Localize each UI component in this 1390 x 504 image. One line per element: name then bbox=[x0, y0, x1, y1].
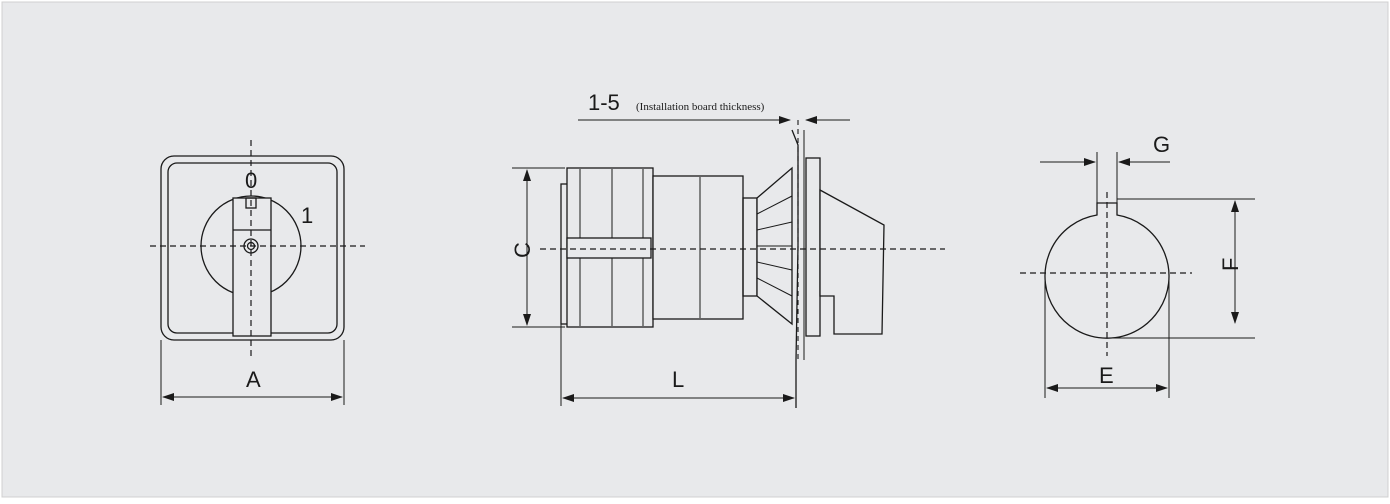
side-view: 1-5 (Installation board thickness) C L bbox=[510, 90, 945, 408]
dim-g-label: G bbox=[1153, 132, 1170, 157]
dim-a-label: A bbox=[246, 367, 261, 392]
bezel-rib-4 bbox=[756, 261, 793, 271]
dim-thickness-note: (Installation board thickness) bbox=[636, 101, 765, 113]
dim-c-label: C bbox=[510, 242, 535, 258]
bezel-rib-5 bbox=[756, 277, 793, 297]
front-plate-outer bbox=[160, 155, 345, 341]
bezel-rib-1 bbox=[756, 195, 793, 215]
dim-l-label: L bbox=[672, 367, 684, 392]
dim-e-label: E bbox=[1099, 363, 1114, 388]
dim-f-label: F bbox=[1218, 258, 1243, 271]
shaft bbox=[566, 237, 652, 259]
position-label-on: 1 bbox=[301, 203, 313, 228]
operating-handle bbox=[819, 188, 885, 335]
front-view: 0 1 A bbox=[150, 140, 365, 405]
handle bbox=[232, 197, 272, 337]
handle-indicator-notch bbox=[245, 197, 257, 209]
bezel-rib-2 bbox=[756, 221, 793, 231]
position-label-off: 0 bbox=[245, 168, 257, 193]
cutout-view: G F E bbox=[1020, 132, 1255, 398]
dim-thickness-value: 1-5 bbox=[588, 90, 620, 115]
front-panel-plate bbox=[805, 157, 821, 337]
front-body-module bbox=[652, 175, 744, 320]
